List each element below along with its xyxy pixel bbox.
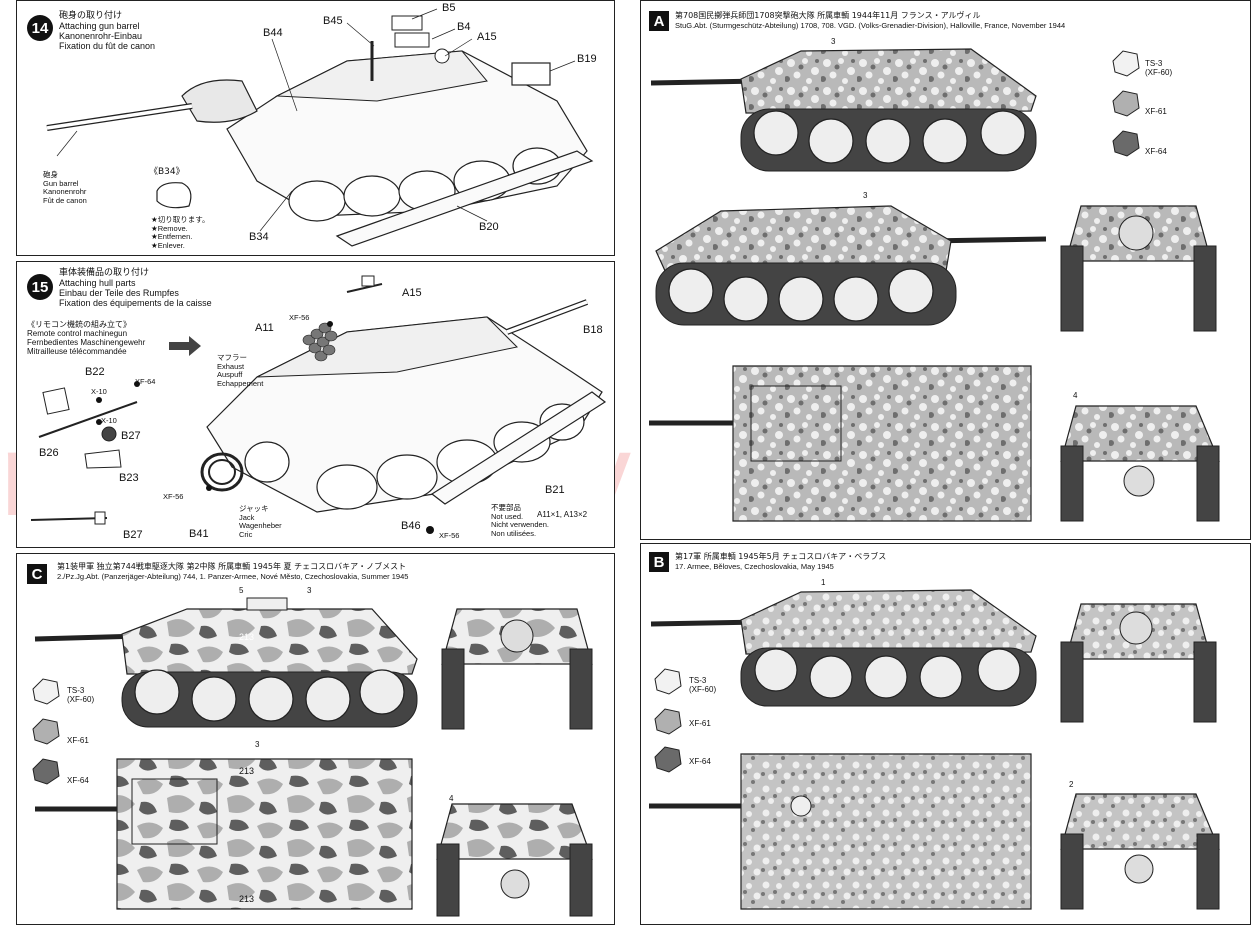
marker: 1 — [821, 578, 826, 587]
step-14-panel: 14 砲身の取り付け Attaching gun barrel Kanonenr… — [16, 0, 615, 256]
paint-label: XF-56 — [289, 313, 310, 322]
jack-label: ジャッキ Jack Wagenheber Cric — [239, 504, 282, 539]
marker: 4 — [449, 794, 454, 803]
part-label: B23 — [119, 472, 139, 484]
remove-note: ★切り取ります。 ★Remove. ★Entfernen. ★Enlever. — [151, 215, 210, 250]
step-15-panel: 15 車体装備品の取り付け Attaching hull parts Einba… — [16, 261, 615, 548]
hull-number: 213 — [239, 894, 255, 904]
part-label: B20 — [479, 221, 499, 233]
marker: 3 — [307, 586, 312, 595]
step-14-title: 砲身の取り付け Attaching gun barrel Kanonenrohr… — [59, 11, 156, 51]
part-label: B22 — [85, 366, 105, 378]
part-label: A15 — [477, 31, 497, 43]
swatch-label: TS-3(XF-60) — [689, 676, 717, 694]
not-used-parts: A11×1, A13×2 — [537, 510, 588, 519]
swatch-label: XF-61 — [1145, 107, 1167, 116]
scheme-c-drawing — [32, 597, 593, 917]
marker: 3 — [255, 740, 260, 749]
step-15-number: 15 — [27, 274, 53, 300]
scheme-a-drawing — [649, 48, 1220, 522]
part-label: B26 — [39, 447, 59, 459]
part-label: B44 — [263, 27, 283, 39]
marker: 4 — [1073, 391, 1078, 400]
swatch-label: XF-61 — [689, 719, 711, 728]
paint-label: X-10 — [91, 387, 107, 396]
part-label: B45 — [323, 15, 343, 27]
part-label: A11 — [255, 322, 274, 334]
swatch-label: TS-3(XF-60) — [1145, 59, 1173, 77]
paint-label: XF-56 — [439, 531, 460, 540]
part-label: B21 — [545, 484, 565, 496]
gun-barrel-label: 砲身 Gun barrel Kanonenrohr Fût de canon — [43, 170, 87, 205]
scheme-c-panel: C 第1装甲軍 独立第744戦車駆逐大隊 第2中隊 所属車輌 1945年 夏 チ… — [16, 553, 615, 925]
inset-title: 《B34》 — [149, 167, 185, 177]
hull-number: 213 — [239, 632, 255, 642]
step-15-title: 車体装備品の取り付け Attaching hull parts Einbau d… — [59, 268, 212, 308]
scheme-a-title-en: StuG.Abt. (Sturmgeschütz-Abteilung) 1708… — [675, 21, 1066, 30]
swatch-label: XF-61 — [67, 736, 89, 745]
part-label: B19 — [577, 53, 597, 65]
scheme-a-title-jp: 第708国民擲弾兵師団1708突撃砲大隊 所属車輌 1944年11月 フランス・… — [675, 11, 981, 20]
not-used-note: 不要部品 Not used. Nicht verwenden. Non util… — [491, 503, 549, 538]
marker: 5 — [239, 586, 244, 595]
swatch-label: TS-3(XF-60) — [67, 686, 95, 704]
swatch-label: XF-64 — [1145, 147, 1167, 156]
part-label: B27 — [123, 529, 143, 541]
part-label: B18 — [583, 324, 603, 336]
swatch-label: XF-64 — [67, 776, 89, 785]
scheme-c-title-jp: 第1装甲軍 独立第744戦車駆逐大隊 第2中隊 所属車輌 1945年 夏 チェコ… — [57, 562, 407, 571]
part-label: B5 — [442, 2, 456, 14]
step-15-drawing — [30, 275, 607, 534]
step-14-number: 14 — [27, 15, 53, 41]
scheme-b-panel: B 第17軍 所属車輌 1945年5月 チェコスロバキア・ベラブス 17. Ar… — [640, 543, 1251, 925]
scheme-b-letter: B — [649, 552, 669, 572]
hull-number: 213 — [239, 766, 255, 776]
scheme-c-letter: C — [27, 564, 47, 584]
part-label: B27 — [121, 430, 141, 442]
scheme-b-title-en: 17. Armee, Běloves, Czechoslovakia, May … — [675, 562, 834, 571]
marker: 3 — [863, 191, 868, 200]
scheme-c-title-en: 2./Pz.Jg.Abt. (Panzerjäger-Abteilung) 74… — [57, 572, 409, 581]
scheme-b-drawing — [649, 589, 1220, 910]
part-label: B46 — [401, 520, 421, 532]
marker: 2 — [1069, 780, 1074, 789]
part-label: B41 — [189, 528, 209, 540]
exhaust-label: マフラー Exhaust Auspuff Echappement — [217, 353, 264, 388]
scheme-b-title-jp: 第17軍 所属車輌 1945年5月 チェコスロバキア・ベラブス — [675, 552, 887, 561]
swatch-label: XF-64 — [689, 757, 711, 766]
marker: 3 — [831, 37, 836, 46]
paint-label: XF-64 — [135, 377, 156, 386]
rc-machinegun-title: 《リモコン機銃の組み立て》 Remote control machinegun … — [27, 320, 146, 356]
part-label: B34 — [249, 231, 269, 243]
step-14-drawing — [46, 8, 594, 247]
paint-label: XF-56 — [163, 492, 184, 501]
paint-label: X-10 — [101, 416, 117, 425]
part-label: B4 — [457, 21, 471, 33]
scheme-a-letter: A — [649, 11, 669, 31]
scheme-a-panel: A 第708国民擲弾兵師団1708突撃砲大隊 所属車輌 1944年11月 フラン… — [640, 0, 1251, 540]
part-label: A15 — [402, 287, 422, 299]
